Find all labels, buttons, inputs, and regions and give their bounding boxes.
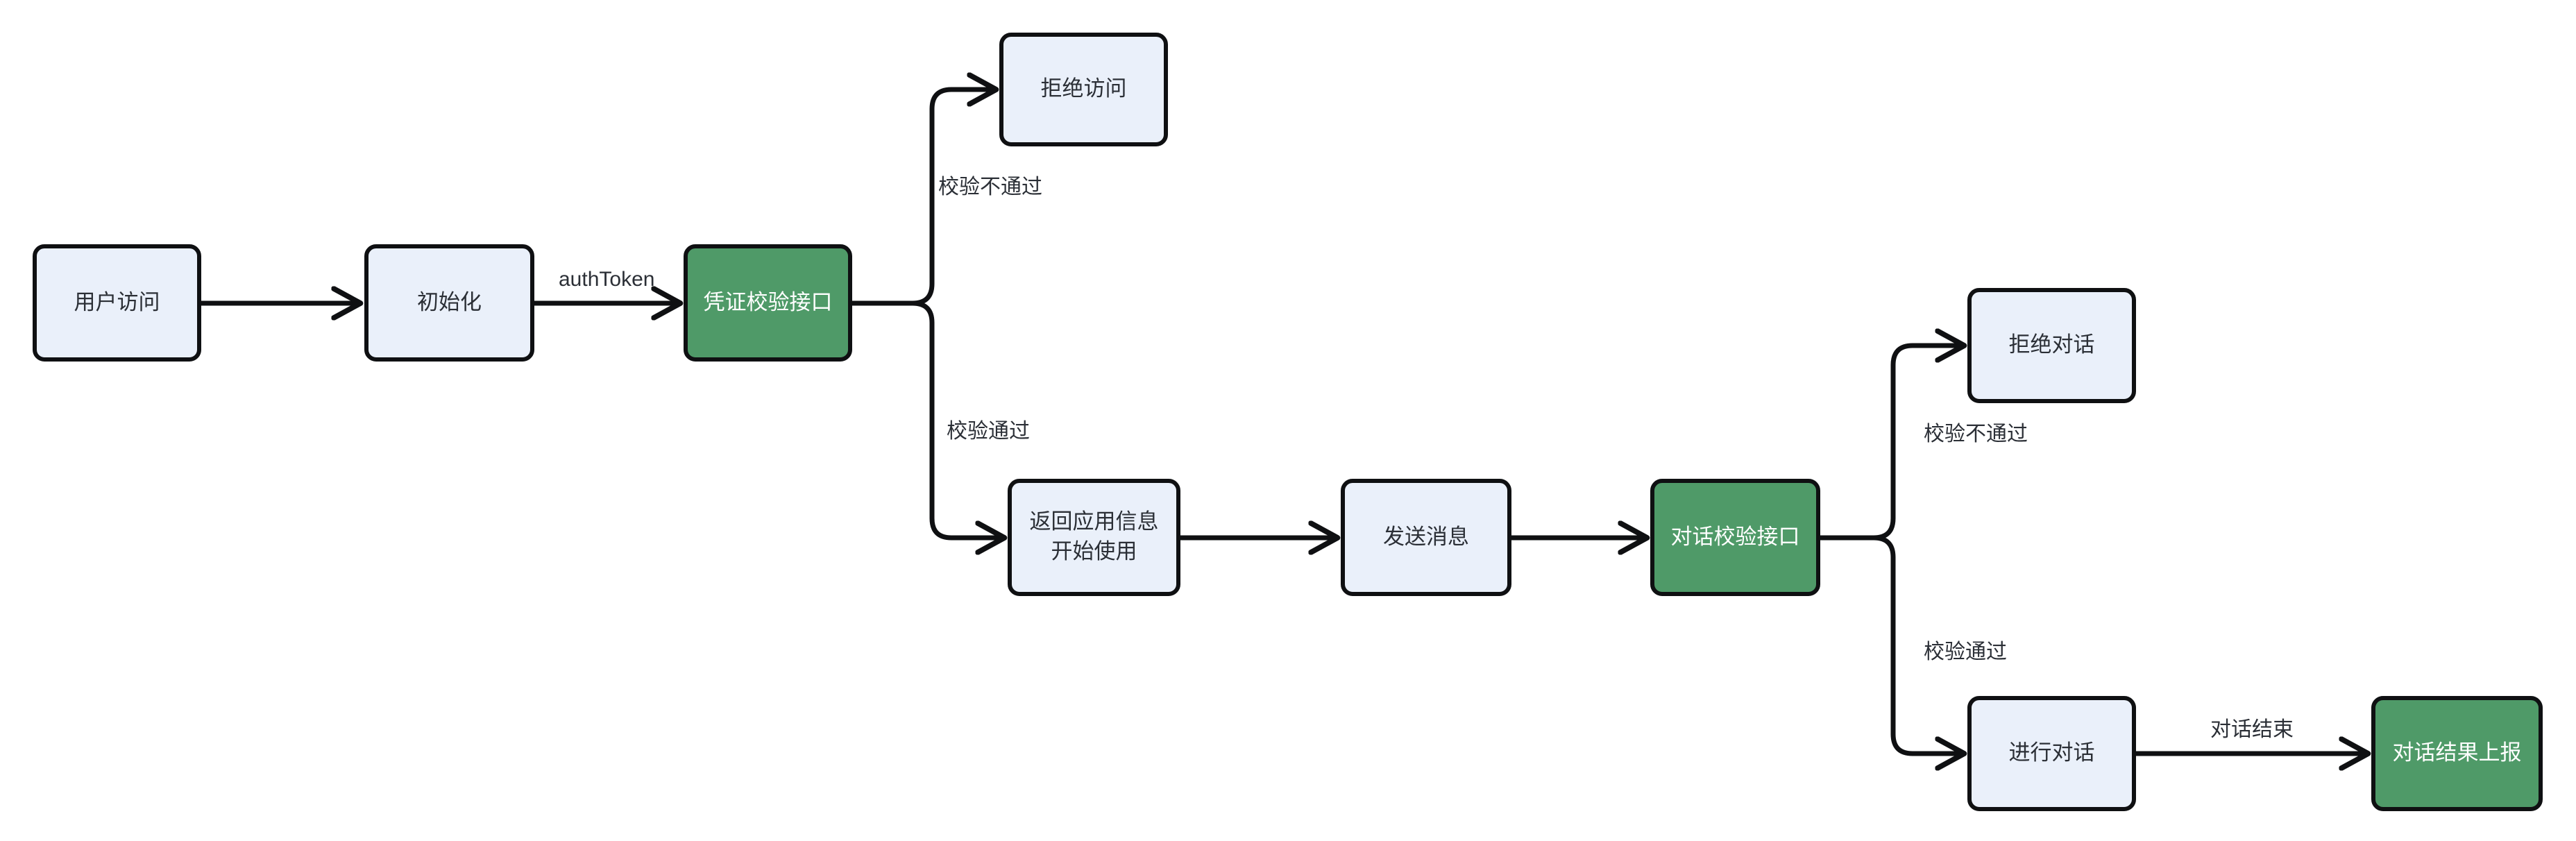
node-send-message-shape[interactable]: [1341, 479, 1511, 596]
edge-label-chat-end: 对话结束: [2210, 718, 2294, 741]
node-user-access-shape[interactable]: [33, 244, 201, 362]
node-user-access-label: 用户访问: [74, 290, 160, 314]
node-chat-api[interactable]: 对话校验接口: [1650, 479, 1820, 596]
node-init-label: 初始化: [417, 290, 482, 314]
edge-label-auth-token: authToken: [559, 268, 654, 291]
node-deny-access[interactable]: 拒绝访问: [999, 33, 1168, 146]
node-deny-chat[interactable]: 拒绝对话: [1967, 288, 2136, 403]
edge-label-chat-fail: 校验不通过: [1924, 423, 2028, 445]
node-init[interactable]: 初始化: [364, 244, 534, 362]
node-user-access[interactable]: 用户访问: [33, 244, 201, 362]
edge-chat-api-to-do-chat: [1818, 535, 1962, 754]
node-deny-access-label: 拒绝访问: [1041, 76, 1127, 101]
node-return-app[interactable]: 返回应用信息 开始使用: [1008, 479, 1180, 596]
node-do-chat-shape[interactable]: [1967, 696, 2136, 811]
node-return-app-label-line1: 返回应用信息: [1030, 509, 1159, 534]
node-deny-chat-label: 拒绝对话: [2009, 332, 2095, 357]
edge-label-auth-fail: 校验不通过: [938, 176, 1042, 198]
node-report-result-shape[interactable]: [2371, 696, 2543, 811]
edge-label-chat-pass: 校验通过: [1924, 640, 2007, 663]
node-deny-access-shape[interactable]: [999, 33, 1168, 146]
node-chat-api-shape[interactable]: [1650, 479, 1820, 596]
node-chat-api-label: 对话校验接口: [1671, 525, 1800, 549]
node-init-shape[interactable]: [364, 244, 534, 362]
node-do-chat[interactable]: 进行对话: [1967, 696, 2136, 811]
node-send-message-label: 发送消息: [1383, 525, 1469, 549]
node-auth-api-shape[interactable]: [684, 244, 852, 362]
edge-label-auth-pass: 校验通过: [947, 420, 1030, 443]
node-return-app-shape[interactable]: [1008, 479, 1180, 596]
node-report-result-label: 对话结果上报: [2393, 740, 2522, 765]
node-deny-chat-shape[interactable]: [1967, 288, 2136, 403]
node-auth-api[interactable]: 凭证校验接口: [684, 244, 852, 362]
edge-auth-api-to-return-app: [850, 300, 1002, 538]
node-send-message[interactable]: 发送消息: [1341, 479, 1511, 596]
node-do-chat-label: 进行对话: [2009, 740, 2095, 765]
node-auth-api-label: 凭证校验接口: [704, 290, 833, 314]
node-return-app-label-line2: 开始使用: [1051, 539, 1137, 563]
node-report-result[interactable]: 对话结果上报: [2371, 696, 2543, 811]
